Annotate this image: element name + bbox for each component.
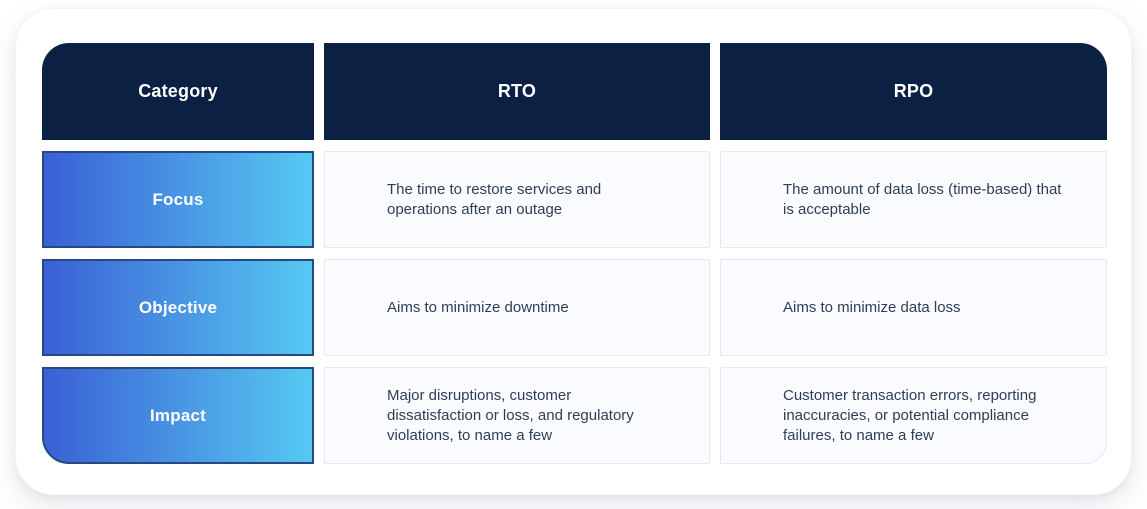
cell-impact-rpo: Customer transaction errors, reporting i… [720,367,1107,464]
cell-impact-rto: Major disruptions, customer dissatisfact… [324,367,710,464]
comparison-table-card: Category RTO RPO Focus The time to resto… [15,8,1132,495]
header-category: Category [42,43,314,140]
row-label-objective: Objective [42,259,314,356]
cell-focus-rpo: The amount of data loss (time-based) tha… [720,151,1107,248]
row-label-impact: Impact [42,367,314,464]
header-rpo: RPO [720,43,1107,140]
cell-objective-rpo: Aims to minimize data loss [720,259,1107,356]
cell-objective-rto: Aims to minimize downtime [324,259,710,356]
cell-focus-rto: The time to restore services and operati… [324,151,710,248]
rto-rpo-comparison-table: Category RTO RPO Focus The time to resto… [42,43,1107,464]
row-label-focus: Focus [42,151,314,248]
header-rto: RTO [324,43,710,140]
